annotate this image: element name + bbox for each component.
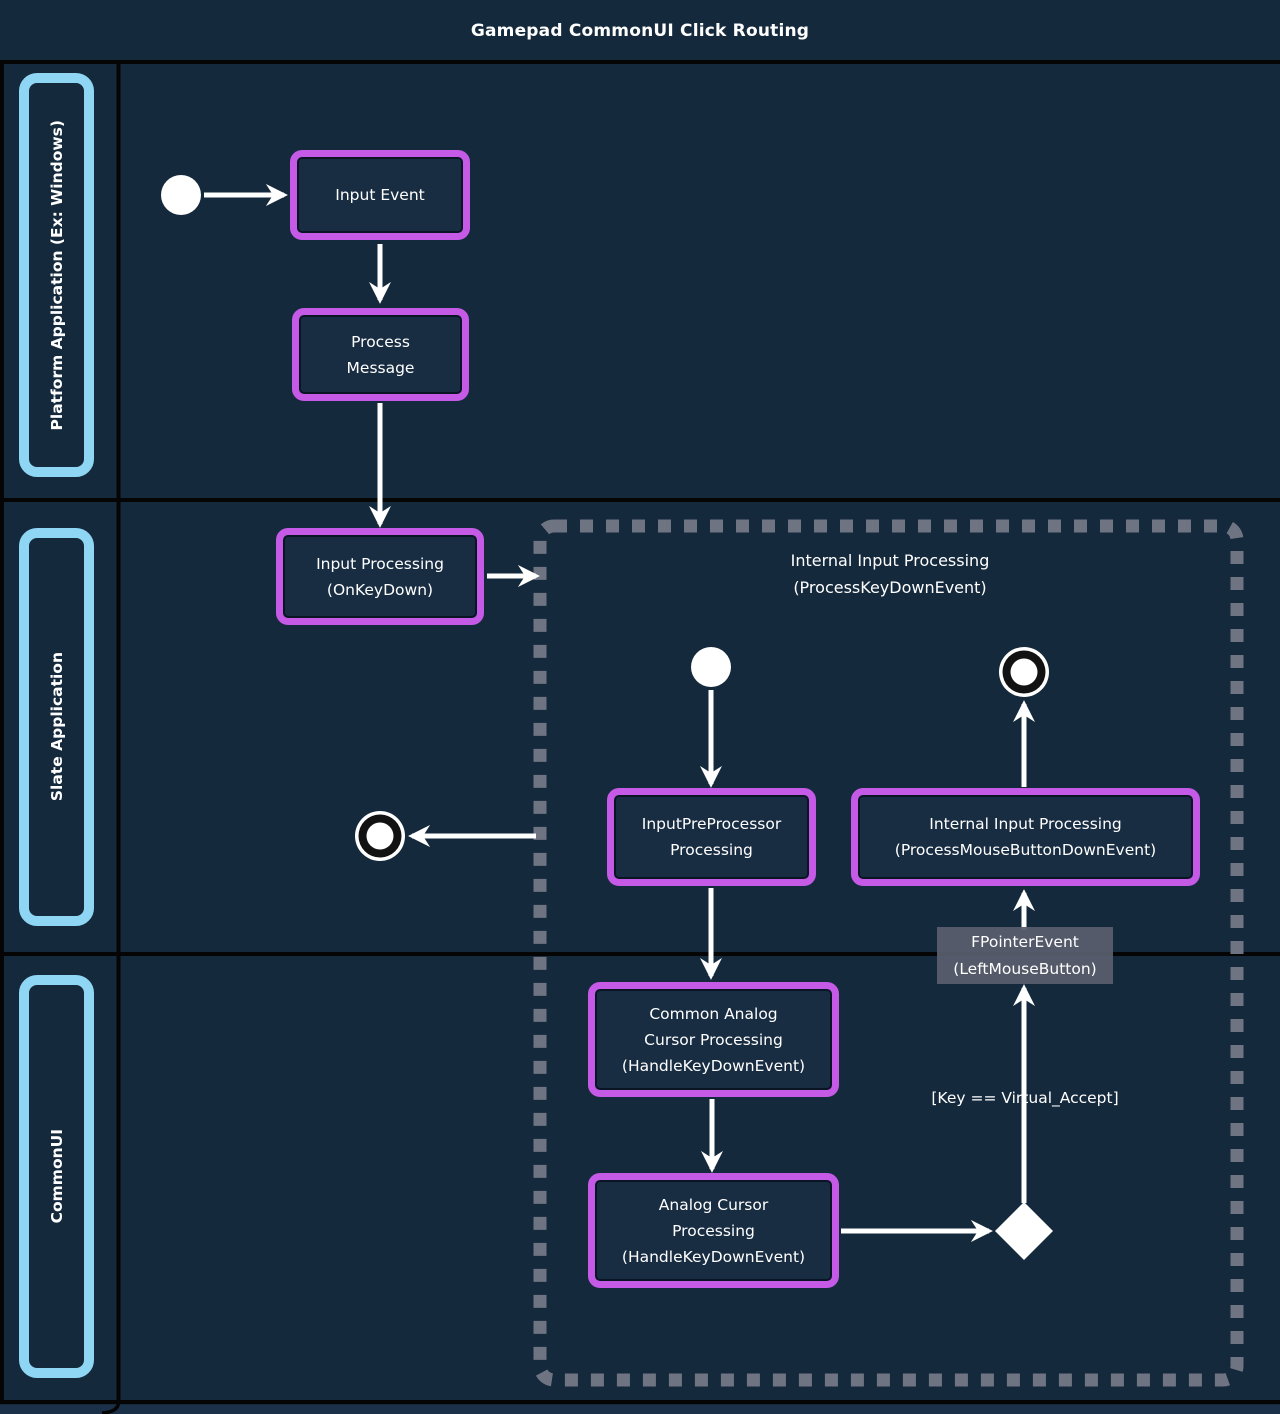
node-analog-cursor-processing: Analog Cursor Processing (HandleKeyDownE… bbox=[588, 1173, 839, 1288]
node-inputpreprocessor-processing: InputPreProcessor Processing bbox=[607, 788, 816, 886]
frame-corner-arc bbox=[101, 1401, 121, 1414]
node-internal-input-processing-mouse: Internal Input Processing (ProcessMouseB… bbox=[851, 788, 1200, 886]
node-common-analog-cursor-processing: Common Analog Cursor Processing (HandleK… bbox=[588, 982, 839, 1097]
node-input-event: Input Event bbox=[290, 150, 470, 240]
container-title: Internal Input Processing (ProcessKeyDow… bbox=[790, 551, 990, 597]
lane-label-text: Platform Application (Ex: Windows) bbox=[47, 119, 66, 431]
edge-label-condition: [Key == Virtual_Accept] bbox=[931, 1089, 1119, 1107]
edge-label-fpointerevent: FPointerEvent (LeftMouseButton) bbox=[937, 927, 1113, 984]
node-process-message: Process Message bbox=[292, 308, 469, 401]
start-circle-platform bbox=[161, 175, 201, 215]
lane-label-slate-application: Slate Application bbox=[19, 528, 94, 926]
end-circle-slate bbox=[355, 811, 405, 861]
bottom-strip bbox=[0, 1405, 1280, 1414]
internal-input-processing-container bbox=[533, 519, 1244, 1387]
node-input-processing-onkeydown: Input Processing (OnKeyDown) bbox=[276, 528, 484, 625]
lane-label-platform-application: Platform Application (Ex: Windows) bbox=[19, 73, 94, 477]
start-circle-container bbox=[691, 647, 731, 687]
lane-label-commonui: CommonUI bbox=[19, 975, 94, 1378]
lane-label-text: Slate Application bbox=[47, 652, 66, 802]
diagram-title: Gamepad CommonUI Click Routing bbox=[470, 21, 810, 41]
lane-label-text: CommonUI bbox=[47, 1129, 66, 1224]
decision-diamond bbox=[995, 1202, 1053, 1260]
end-circle-container bbox=[999, 647, 1049, 697]
